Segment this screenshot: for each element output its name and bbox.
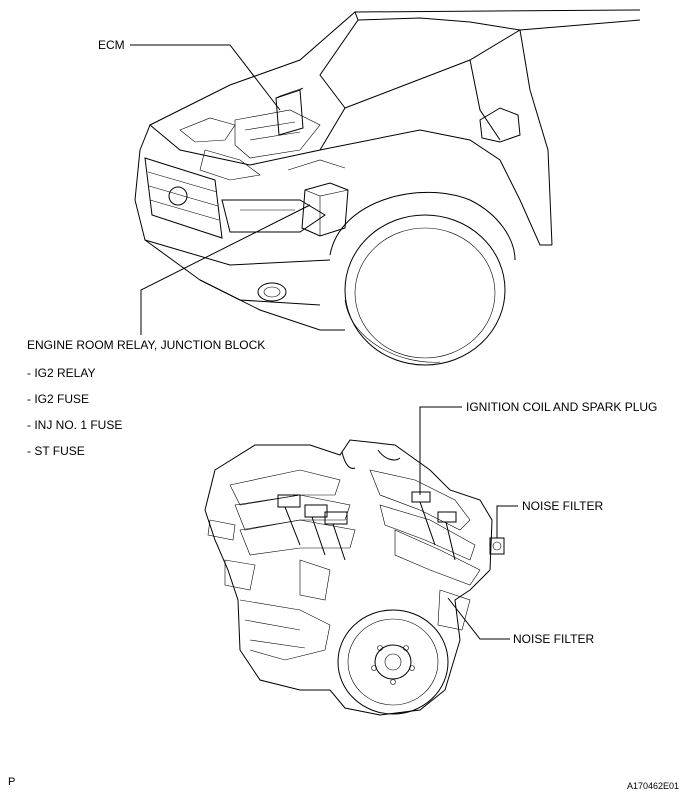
figure-id: A170462E01 [627, 781, 680, 791]
engine-room-relay-label: ENGINE ROOM RELAY, JUNCTION BLOCK [27, 338, 266, 352]
ecm-label: ECM [98, 38, 125, 52]
leader-lines [130, 44, 518, 640]
ignition-coil-label: IGNITION COIL AND SPARK PLUG [466, 400, 658, 414]
footer-left-mark: P [8, 776, 16, 788]
engine-illustration [204, 439, 505, 716]
relay-item-st-fuse: - ST FUSE [27, 444, 85, 458]
relay-item-ig2-fuse: - IG2 FUSE [27, 392, 90, 406]
vehicle-illustration [134, 9, 641, 366]
noise-filter-lower-label: NOISE FILTER [513, 632, 595, 646]
relay-item-ig2-relay: - IG2 RELAY [27, 366, 96, 380]
noise-filter-upper-label: NOISE FILTER [522, 499, 604, 513]
relay-item-inj-no1-fuse: - INJ NO. 1 FUSE [27, 418, 123, 432]
